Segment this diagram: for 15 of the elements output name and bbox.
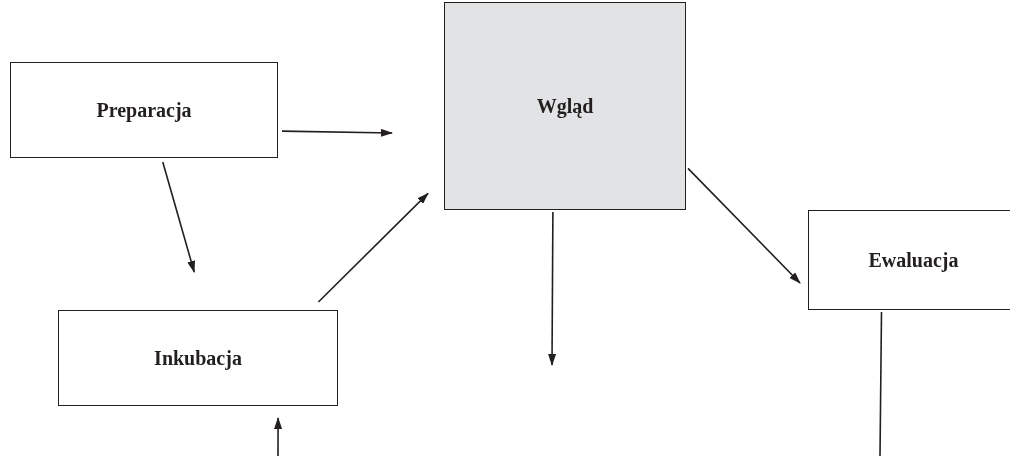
box-label: Preparacja — [96, 98, 192, 122]
arrow — [274, 417, 283, 456]
arrow — [281, 128, 393, 137]
highlighted-process-box — [444, 2, 686, 210]
process-box — [58, 310, 338, 406]
arrow — [161, 161, 195, 273]
arrow — [687, 167, 801, 284]
process-box — [10, 62, 278, 158]
connector-line — [879, 311, 883, 456]
arrow — [317, 192, 429, 303]
box-label: Inkubacja — [154, 346, 242, 370]
process-box — [808, 210, 1010, 310]
arrow — [548, 211, 557, 366]
box-label: Wgląd — [536, 94, 594, 118]
box-label: Ewaluacja — [868, 248, 959, 272]
